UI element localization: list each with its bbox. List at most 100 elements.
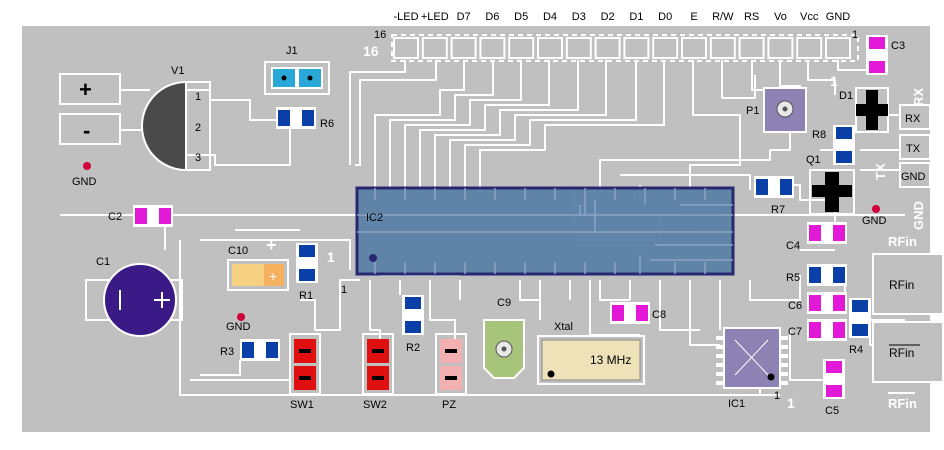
header-pin-16-silk: 16 [363,43,379,59]
r1-pad-bottom [299,269,315,281]
header-outline [391,34,859,62]
r8-pad-top [836,127,852,139]
c7-pad-left [809,322,821,338]
resistor-r2: R2 [402,295,424,354]
c3-pad-top [869,37,885,49]
c7-label: C7 [788,326,802,338]
tx-pad [899,134,931,160]
xtal-pin1-marker [547,370,555,378]
v1-pin-1: 1 [195,91,201,103]
c10-polarity-plus: + [266,235,277,255]
r4-pad-bottom [852,324,868,336]
ic1-pin [716,345,724,349]
switch-sw2: SW2 [362,333,394,411]
pz-pad-bottom-hole [445,376,457,380]
c6-pad-right [833,295,845,311]
rfin-bar-label: RFin [889,346,914,360]
sw2-label: SW2 [363,399,387,411]
capacitor-c10: C10 + + [227,235,289,291]
r6-label: R6 [320,118,334,130]
power-input: + - GND [59,73,121,188]
r4-label: R4 [849,344,863,356]
header-pin-label: Vcc [800,11,819,23]
crystal-xtal: Xtal 13 MHz [537,321,645,385]
d1-body [866,90,878,130]
ic1-pin [780,381,788,385]
c7-pad-right [833,322,845,338]
header-pin-label: -LED [393,11,418,23]
xtal-label: Xtal [554,321,573,333]
header-pin-label: D1 [629,11,643,23]
gnd-test-point-3 [872,205,880,213]
c1-body [103,263,177,337]
jumper-j1: J1 [264,45,330,95]
rfin-pad [872,253,944,315]
c8-label: C8 [652,309,666,321]
pz-label: PZ [442,399,456,411]
header-pin-label: E [690,11,697,23]
c8-pad-left [612,305,624,321]
header-pin-label: D5 [514,11,528,23]
resistor-r7: R7 [754,176,794,216]
rfin-label: RFin [889,278,914,292]
gnd-silk: GND [911,201,926,230]
c8-pad-right [636,305,648,321]
c4-label: C4 [786,240,800,252]
j1-pad-2-hole [307,75,313,81]
rx-label: RX [905,113,921,125]
power-plus-label: + [79,77,92,102]
header-pin-label: D4 [543,11,557,23]
header-pad [479,37,506,59]
c2-label: C2 [108,211,122,223]
c10-pad-plus [264,264,284,286]
ic1-pin [780,345,788,349]
header-pad [623,37,650,59]
q1-label: Q1 [806,154,821,166]
c9-label: C9 [497,297,511,309]
gnd-pad-label: GND [901,171,926,183]
r3-pad-right [266,342,278,358]
pz-outline [435,333,467,395]
pz-pad-top-hole [445,349,457,353]
header-pad [738,37,765,59]
rfin-bar-silk: RFin [888,396,917,411]
v1-pin-3: 3 [195,152,201,164]
header-pin-label: D0 [658,11,672,23]
r6-pad-right [302,110,314,126]
transistor-q1: Q1 [806,154,855,215]
power-minus-label: - [83,118,90,143]
d1-pad-right [878,104,888,116]
capacitor-c1: C1 [85,256,183,337]
c6-label: C6 [788,300,802,312]
header-pin-16-label: 16 [374,29,386,41]
q1-body [825,172,839,212]
header-pad [767,37,794,59]
trimmer-c9: C9 [483,297,525,379]
ic2-pin-1-label: 1 [341,284,347,296]
p1-wiper-center [782,106,788,112]
tx-label: TX [906,143,921,155]
ic2-pin1-marker [369,254,377,262]
regulator-v1: V1 1 2 3 [141,65,211,172]
sw2-pad-top-hole [372,349,384,353]
c4-pad-left [809,225,821,241]
header-pad [393,37,419,59]
ic2-label: IC2 [366,212,383,224]
capacitor-c6: C6 [788,292,847,314]
q1-pad-left [812,185,825,197]
potentiometer-p1: P1 [746,87,807,133]
j1-outline [264,61,330,95]
c4-pad-right [833,225,845,241]
header-pin-label: R/W [712,11,734,23]
sw1-label: SW1 [290,399,314,411]
header-pad [508,37,535,59]
r3-label: R3 [220,346,234,358]
c9-screw-center [501,346,507,352]
capacitor-c5: C5 [823,359,845,417]
c10-outline [227,259,289,291]
r7-pad-left [756,179,768,195]
capacitor-c2: C2 [108,205,173,227]
q1-footprint [809,169,855,215]
resistor-r6: R6 [276,107,334,130]
